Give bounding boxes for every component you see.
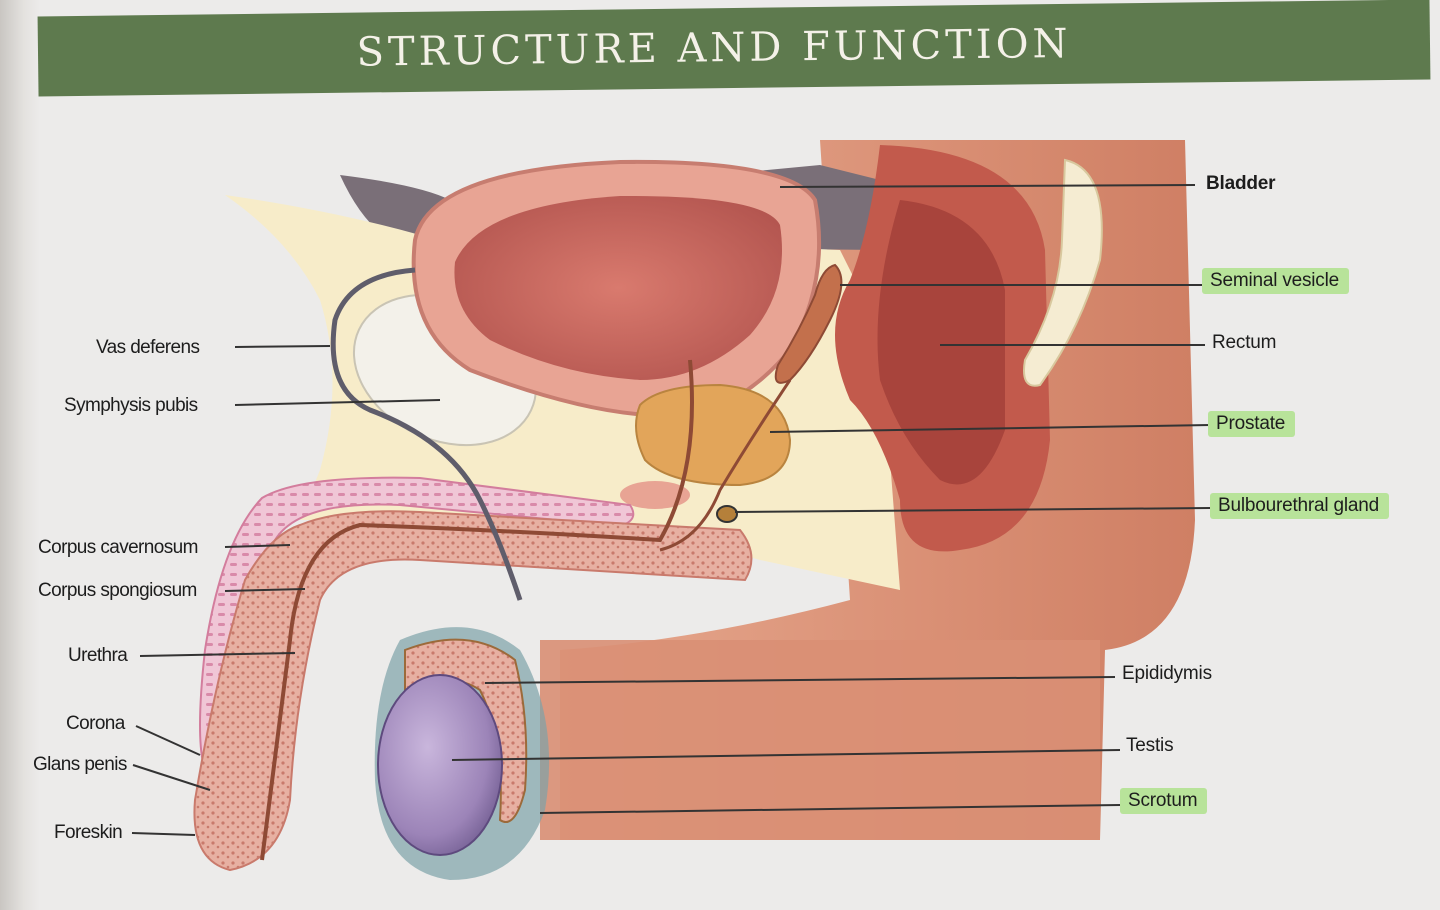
rectum-inner [877, 200, 1005, 485]
label-glans-penis: Glans penis [33, 754, 127, 775]
label-epididymis: Epididymis [1122, 663, 1212, 684]
label-bulbourethral-gland-text: Bulbourethral gland [1210, 493, 1389, 519]
epididymis [404, 638, 528, 823]
label-prostate-text: Prostate [1208, 411, 1296, 437]
label-bladder: Bladder [1206, 173, 1276, 194]
label-rectum: Rectum [1212, 332, 1277, 353]
label-testis: Testis [1126, 735, 1174, 756]
testis [377, 674, 503, 856]
prostate [635, 383, 792, 487]
urethra [260, 359, 694, 861]
vas-deferens [330, 267, 523, 601]
ejaculatory-duct [659, 379, 792, 552]
label-corpus-spongiosum: Corpus spongiosum [38, 580, 197, 601]
bladder-lumen [454, 195, 782, 380]
label-scrotum: Scrotum [1120, 788, 1208, 814]
label-vas-deferens: Vas deferens [96, 337, 200, 358]
page-gutter-shadow [0, 0, 40, 910]
label-corona: Corona [66, 713, 125, 734]
perineal-tissue [620, 481, 690, 509]
label-symphysis-pubis: Symphysis pubis [64, 395, 198, 416]
label-seminal-vesicle-text: Seminal vesicle [1202, 268, 1349, 294]
coccyx [1023, 158, 1103, 387]
label-prostate: Prostate [1208, 411, 1296, 437]
skin-lower-band [540, 640, 1100, 840]
leader-lines [131, 184, 1211, 836]
bulbourethral-gland [716, 505, 738, 523]
label-urethra: Urethra [68, 645, 128, 666]
label-foreskin: Foreskin [54, 822, 123, 843]
label-seminal-vesicle: Seminal vesicle [1202, 268, 1349, 294]
seminal-vesicle [774, 263, 843, 384]
label-scrotum-text: Scrotum [1120, 788, 1208, 814]
label-corpus-cavernosum: Corpus cavernosum [38, 537, 198, 558]
label-bulbourethral-gland: Bulbourethral gland [1210, 493, 1389, 519]
